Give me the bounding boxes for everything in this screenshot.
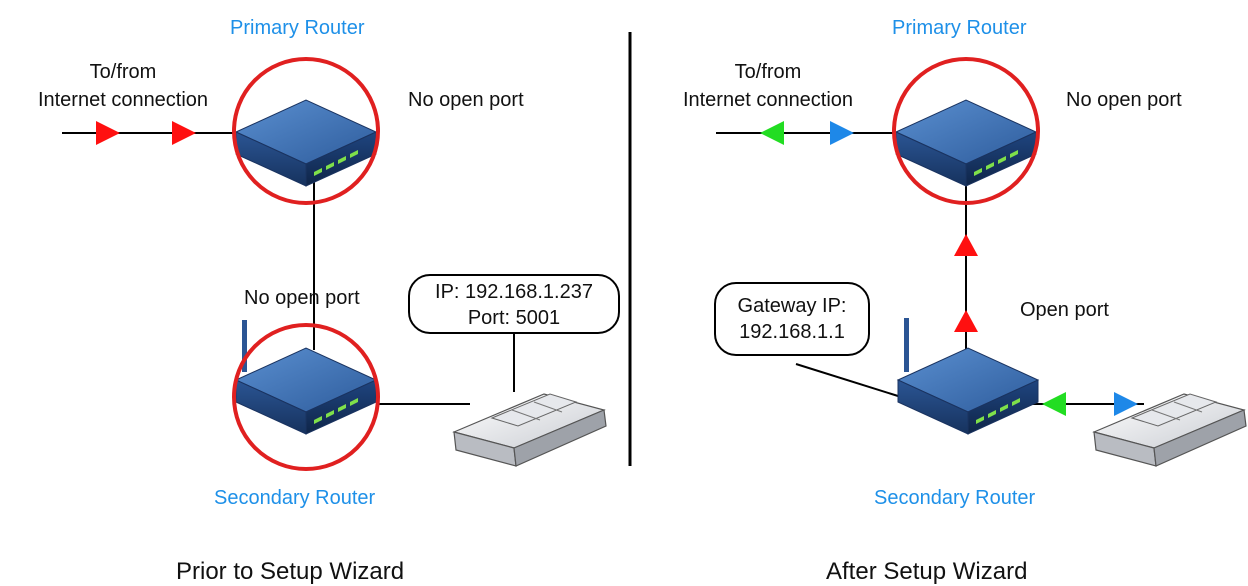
forward-arrow-red [954, 310, 978, 332]
primary-router-icon [894, 99, 1038, 187]
right-panel [716, 57, 1247, 467]
device-ip-text: IP: 192.168.1.237 [435, 281, 593, 303]
primary-router-highlight-ring [232, 57, 380, 205]
device-ip-callout: IP: 192.168.1.237 Port: 5001 [408, 274, 620, 334]
internet-label-line1: To/from [734, 61, 802, 83]
secondary-router-label: Secondary Router [214, 487, 376, 509]
callout-pointer [795, 363, 899, 397]
inbound-arrow-blue [830, 121, 854, 145]
primary-port-status: No open port [408, 89, 524, 111]
internet-label-line1: To/from [89, 61, 157, 83]
left-caption: Prior to Setup Wizard [176, 558, 405, 585]
primary-router-label: Primary Router [892, 17, 1027, 39]
primary-router-icon [234, 99, 378, 187]
secondary-router-label: Secondary Router [874, 487, 1036, 509]
gateway-ip-callout: Gateway IP: 192.168.1.1 [714, 282, 870, 356]
link-port-status: No open port [244, 287, 360, 309]
outbound-arrow-green [1042, 392, 1066, 416]
primary-router-highlight-ring [892, 57, 1040, 205]
device-icon [452, 393, 607, 467]
inbound-arrow-blue [1114, 392, 1138, 416]
primary-port-status: No open port [1066, 89, 1182, 111]
device-icon [1092, 393, 1247, 467]
forward-arrow-red [954, 234, 978, 256]
internet-label-line2: Internet connection [682, 89, 854, 111]
outbound-arrow-green [760, 121, 784, 145]
inbound-arrow-red [172, 121, 196, 145]
primary-router-label: Primary Router [230, 17, 365, 39]
internet-label-line2: Internet connection [37, 89, 209, 111]
gateway-label-text: Gateway IP: [737, 295, 847, 317]
secondary-router-highlight-ring [232, 323, 380, 471]
secondary-port-status: Open port [1020, 299, 1109, 321]
gateway-ip-text: 192.168.1.1 [739, 321, 845, 343]
secondary-router-icon [234, 320, 378, 435]
device-port-text: Port: 5001 [467, 307, 561, 329]
left-panel [62, 57, 607, 471]
right-caption: After Setup Wizard [826, 558, 1028, 585]
antenna [242, 320, 247, 372]
inbound-arrow-red [96, 121, 120, 145]
secondary-router-icon [896, 318, 1040, 435]
antenna [904, 318, 909, 372]
